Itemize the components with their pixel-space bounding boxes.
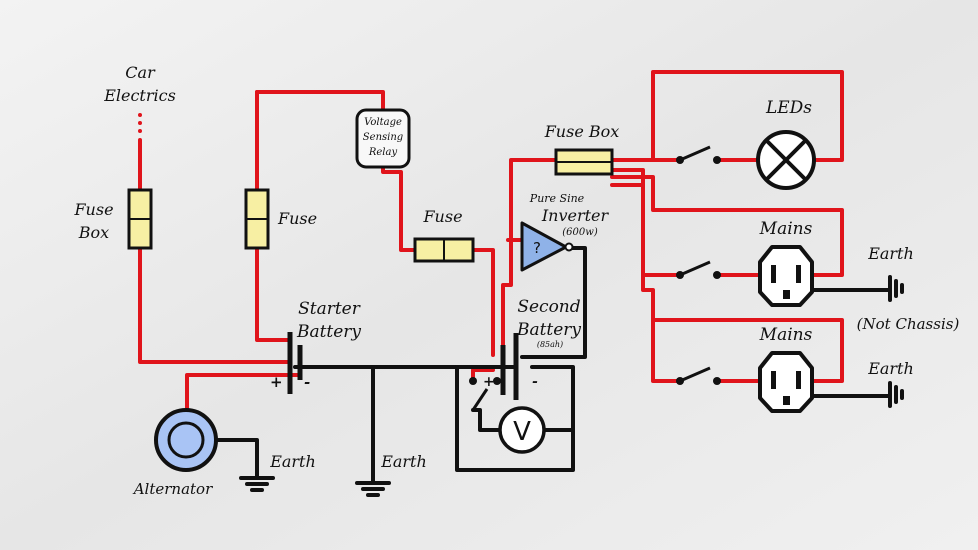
second-battery-label-3: (85ah) [537, 340, 563, 349]
inverter [520, 221, 568, 272]
second-battery-label-1: Second [517, 297, 580, 317]
fuse-box-left-label-1: Fuse [73, 200, 113, 219]
alternator-label: Alternator [132, 480, 213, 498]
inverter-label-2: Inverter [541, 206, 610, 225]
mains-label-2: Mains [759, 325, 813, 345]
earth-label-right-1: Earth [867, 244, 914, 263]
mains-socket-1 [758, 245, 814, 307]
car-electrics-lead [138, 113, 142, 152]
inverter-symbol: ? [533, 239, 541, 257]
car-electrics-label-1: Car [125, 63, 156, 82]
starter-minus: - [304, 373, 310, 391]
earth-label-alternator: Earth [269, 452, 316, 471]
mains-switch-2 [676, 366, 721, 385]
relay-label-3: Relay [368, 147, 398, 158]
starter-battery [287, 332, 303, 394]
relay-label-1: Voltage [364, 117, 402, 128]
battery-switch-terminal [493, 377, 501, 385]
starter-battery-label-1: Starter [298, 299, 361, 319]
battery-switch-terminal [469, 377, 477, 385]
relay-label-2: Sensing [363, 132, 403, 143]
second-minus: - [532, 374, 538, 390]
led-lamp [756, 130, 816, 190]
led-switch [676, 145, 721, 164]
inverter-label-1: Pure Sine [529, 192, 585, 205]
leds-label: LEDs [765, 98, 812, 118]
voltage-sensing-relay [355, 108, 411, 169]
not-chassis-label: (Not Chassis) [857, 315, 960, 333]
second-plus: + [483, 374, 495, 390]
fuse-mid-label: Fuse [277, 209, 317, 228]
positive-wires [138, 70, 844, 412]
mains-switch-1 [676, 260, 721, 279]
fuse-right-label: Fuse [422, 207, 462, 226]
fuse-box-right-label: Fuse Box [544, 122, 620, 141]
negative-wires [211, 246, 904, 497]
battery-switch-lever [471, 388, 489, 411]
voltmeter-symbol: V [513, 417, 531, 447]
car-electrics-label-2: Electrics [103, 86, 176, 105]
starter-plus: + [270, 373, 283, 391]
inverter-label-3: (600w) [562, 227, 598, 238]
voltmeter [498, 406, 546, 454]
earth-label-mid: Earth [380, 452, 427, 471]
fuse-box-left-label-2: Box [78, 223, 109, 242]
mains-socket-2 [758, 351, 814, 413]
second-battery [500, 333, 519, 400]
earth-label-right-2: Earth [867, 359, 914, 378]
second-battery-label-2: Battery [516, 320, 581, 340]
mains-label-1: Mains [759, 219, 813, 239]
starter-battery-label-2: Battery [296, 322, 361, 342]
